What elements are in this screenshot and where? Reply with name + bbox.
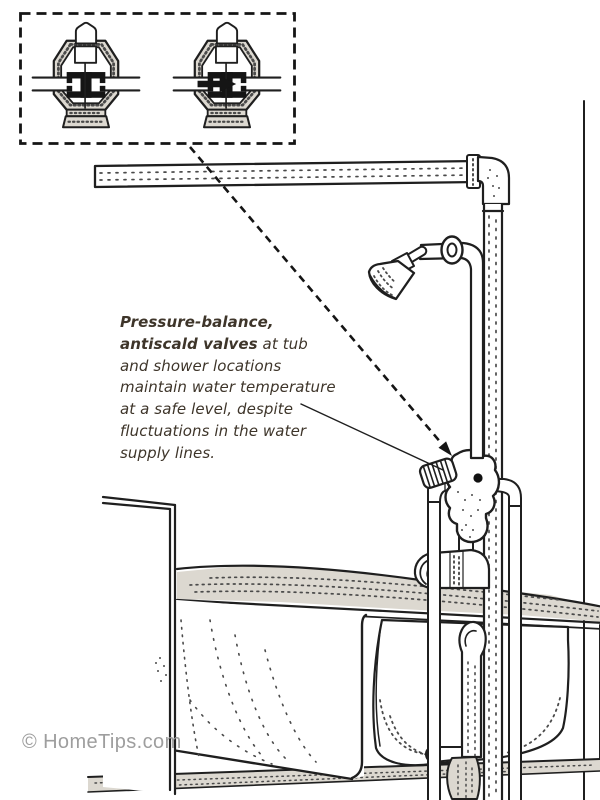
watermark: © HomeTips.com bbox=[22, 731, 182, 753]
shower-riser-pipe bbox=[418, 241, 485, 460]
valve-cross-section-right-icon bbox=[172, 21, 282, 129]
flow-arrow-icon bbox=[197, 76, 237, 92]
supply-drop-pipes bbox=[427, 499, 522, 800]
mixing-valve bbox=[418, 448, 522, 544]
stipple-texture bbox=[457, 491, 481, 538]
horizontal-supply-pipe bbox=[93, 159, 480, 189]
drain-trap bbox=[446, 756, 481, 800]
spout-outlet bbox=[419, 559, 430, 585]
valve-handle-icon bbox=[418, 457, 458, 489]
leader-lines bbox=[189, 146, 452, 471]
pony-wall bbox=[101, 495, 177, 796]
annotation-text: Pressure-balance, antiscald valves at tu… bbox=[120, 312, 336, 464]
annotation-lead: Pressure-balance, antiscald valves bbox=[120, 313, 274, 353]
annotation-leader-line bbox=[300, 403, 444, 471]
inset-callout-box bbox=[19, 12, 296, 145]
pipe-elbow bbox=[476, 155, 511, 206]
shower-head-icon bbox=[367, 259, 416, 301]
tub-front-face bbox=[170, 600, 368, 781]
valve-stem-dot bbox=[473, 473, 483, 483]
arrowhead-icon bbox=[438, 441, 452, 456]
annotation-body: at tub and shower locations maintain wat… bbox=[120, 334, 336, 462]
stipple-texture bbox=[155, 657, 167, 682]
bathtub bbox=[170, 564, 600, 781]
shower-assembly bbox=[367, 235, 485, 460]
tub-spout bbox=[413, 533, 491, 590]
